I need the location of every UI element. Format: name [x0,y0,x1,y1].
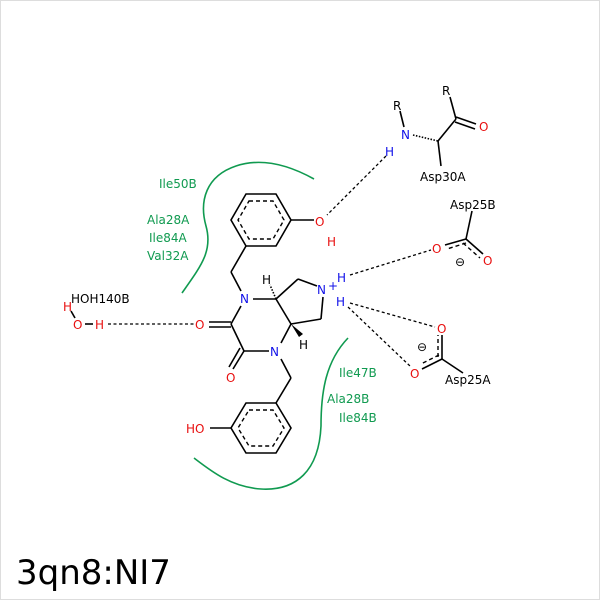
hydrophobic-residue: Ile47B [339,366,377,380]
atom-o: O [195,318,204,332]
atom-o: O [437,322,446,336]
water-bond [70,310,76,319]
residue-water: HOH140B [71,292,130,306]
atom-n: N [270,345,279,359]
atom-n-plus: N [317,283,326,297]
hydrophobic-residue: Ala28A [147,213,190,227]
residue-asp30a: Asp30A [420,170,466,184]
hbond-asp25b [349,249,432,276]
atom-h: H [385,145,394,159]
diagram-title: 3qn8:NI7 [16,553,171,593]
atom-o: O [410,367,419,381]
hbond-asp25a-2 [347,306,412,368]
atom-h: H [337,271,346,285]
residue-asp25b: Asp25B [450,198,496,212]
hbond-asp25a-1 [349,302,436,328]
atom-r: R [442,84,450,98]
hydrophobic-arc-top [181,161,315,294]
charge-minus: ⊖ [417,340,427,354]
atom-o: O [432,242,441,256]
atom-h: H [327,235,336,249]
atom-o: O [73,318,82,332]
atom-o: O [479,120,488,134]
asp30a-backbone [399,96,477,167]
charge-minus: ⊖ [455,255,465,269]
residue-asp25a: Asp25A [445,373,491,387]
atom-o: O [483,254,492,268]
hydrophobic-residue: Val32A [147,249,189,263]
atom-h: H [299,338,308,352]
phenol-ring-bottom [210,402,292,454]
atom-n: N [401,128,410,142]
atom-h: H [262,273,271,287]
hydrophobic-residue: Ile50B [159,177,197,191]
hbond-asp30a [326,155,387,216]
atom-n: N [240,292,249,306]
hydroxyl-label: HO [186,422,204,436]
hydrophobic-residue: Ile84A [149,231,188,245]
atom-h: H [63,300,72,314]
atom-h: H [336,295,345,309]
atom-h: H [95,318,104,332]
atom-r: R [393,99,401,113]
atom-o: O [226,371,235,385]
atom-o: O [315,215,324,229]
hydrophobic-residue: Ile84B [339,411,377,425]
piperazinedione-core [209,278,324,404]
charge-plus: + [328,279,338,293]
hydrophobic-residue: Ala28B [327,392,369,406]
asp25a-carboxylate [420,335,464,374]
asp25b-carboxylate [444,210,484,259]
hydrophobic-arc-bottom [193,337,349,490]
phenol-ring-top [230,193,314,292]
